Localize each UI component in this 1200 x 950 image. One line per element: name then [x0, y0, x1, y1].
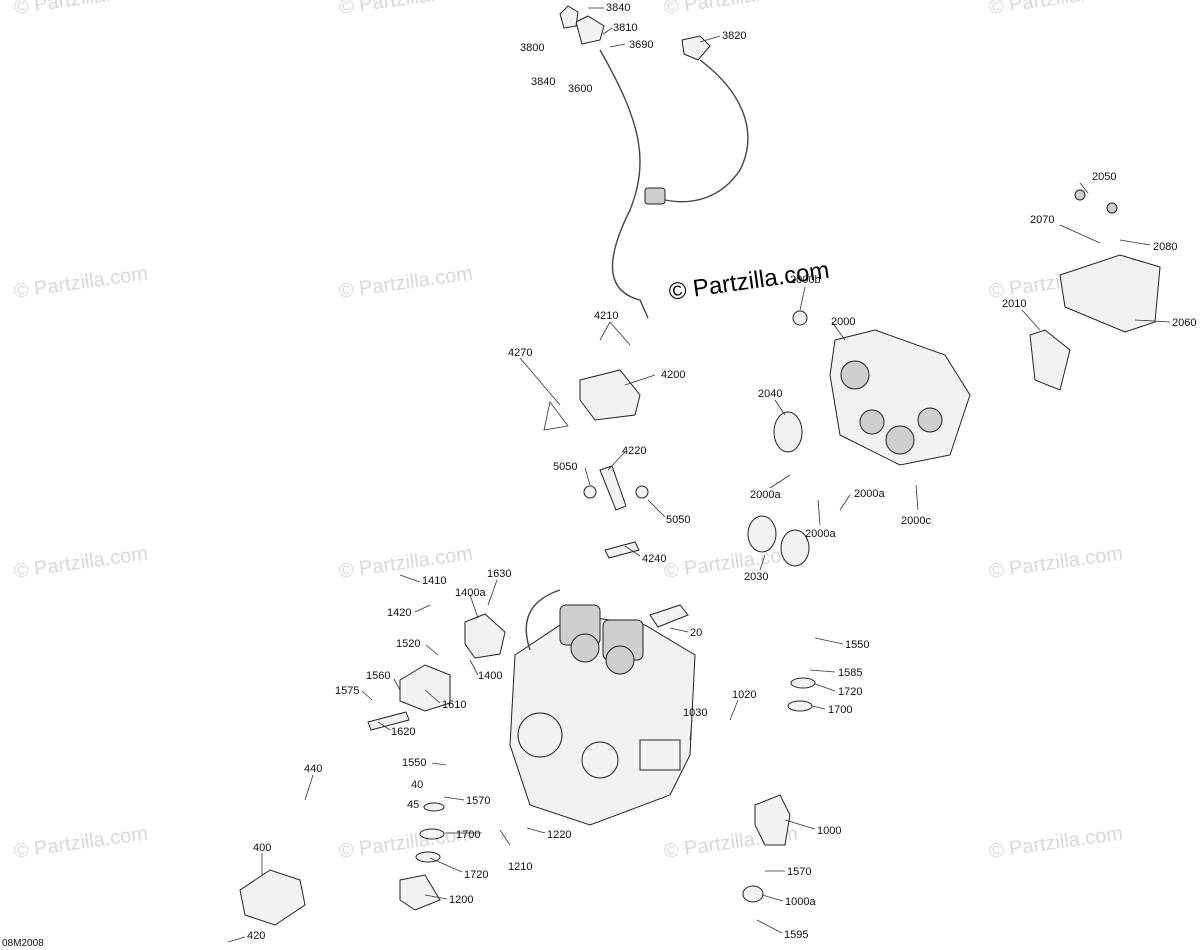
callout-label: 3840 — [606, 2, 630, 14]
callout-label: 2010 — [1002, 298, 1026, 310]
watermark: © Partzilla.com — [988, 542, 1125, 583]
callout-label: 3800 — [520, 42, 544, 54]
callout-label: 2000a — [805, 528, 836, 540]
callout-label: 1570 — [787, 866, 811, 878]
callout-label: 4200 — [661, 369, 685, 381]
callout-label: 1220 — [547, 829, 571, 841]
callout-label: 1610 — [442, 699, 466, 711]
callout-label: 1550 — [845, 639, 869, 651]
callout-label: 4220 — [622, 445, 646, 457]
callout-label: 1720 — [838, 686, 862, 698]
callout-label: 1620 — [391, 726, 415, 738]
callout-label: 2070 — [1030, 214, 1054, 226]
callout-label: 5050 — [666, 514, 690, 526]
callout-label: 3810 — [613, 22, 637, 34]
copyright-notice: © Partzilla.com — [667, 257, 831, 306]
watermark: © Partzilla.com — [988, 822, 1125, 863]
bracket-assembly — [1029, 189, 1161, 391]
watermark: © Partzilla.com — [13, 822, 150, 863]
callout-label: 420 — [247, 930, 265, 942]
callout-label: 1700 — [828, 704, 852, 716]
callout-label: 2080 — [1153, 241, 1177, 253]
watermark: © Partzilla.com — [663, 542, 800, 583]
callout-label: 1000 — [817, 825, 841, 837]
callout-label: 1420 — [387, 607, 411, 619]
mount-assembly — [239, 613, 816, 926]
callout-label: 4240 — [642, 553, 666, 565]
callout-label: 45 — [407, 799, 419, 811]
callout-label: 2000a — [854, 488, 885, 500]
sensor-assembly — [543, 369, 649, 559]
callout-label: 2040 — [758, 388, 782, 400]
leader-lines — [227, 7, 1171, 943]
callout-label: 1400 — [478, 670, 502, 682]
callout-label: 2000 — [831, 316, 855, 328]
callout-label: 2000b — [790, 274, 821, 286]
callout-label: 440 — [304, 763, 322, 775]
callout-label: 1570 — [466, 795, 490, 807]
callout-label: 1000a — [785, 896, 816, 908]
callout-label: 2000c — [901, 515, 931, 527]
callout-label: 1520 — [396, 638, 420, 650]
callout-label: 1200 — [449, 894, 473, 906]
watermark: © Partzilla.com — [13, 262, 150, 303]
callout-label: 1630 — [487, 568, 511, 580]
callout-label: 1595 — [784, 929, 808, 941]
callout-label: 1210 — [508, 861, 532, 873]
diagram-code: 08M2008 — [2, 938, 44, 949]
callout-label: 1020 — [732, 689, 756, 701]
cable-assembly — [559, 5, 749, 319]
callout-label: 1585 — [838, 667, 862, 679]
callout-label: 1410 — [422, 575, 446, 587]
callout-label: 1550 — [402, 757, 426, 769]
callout-label: 2030 — [744, 571, 768, 583]
callout-label: 1560 — [366, 670, 390, 682]
callout-label: 4210 — [594, 310, 618, 322]
watermark: © Partzilla.com — [13, 542, 150, 583]
callout-label: 2060 — [1172, 317, 1196, 329]
callout-label: 5050 — [553, 461, 577, 473]
intake-assembly — [747, 310, 971, 567]
watermark: © Partzilla.com — [13, 0, 150, 19]
callout-label: 1720 — [464, 869, 488, 881]
callout-labels: 3840 3810 3690 3820 3800 3840 3600 2050 … — [247, 2, 1196, 942]
callout-label: 3820 — [722, 30, 746, 42]
callout-label: 1575 — [335, 685, 359, 697]
callout-label: 1400a — [455, 587, 486, 599]
callout-label: 4270 — [508, 347, 532, 359]
callout-label: 1030 — [683, 707, 707, 719]
callout-label: 2000a — [750, 489, 781, 501]
watermark: © Partzilla.com — [338, 262, 475, 303]
watermark: © Partzilla.com — [663, 0, 800, 19]
watermark: © Partzilla.com — [988, 0, 1125, 19]
callout-label: 20 — [690, 627, 702, 639]
engine-block — [509, 589, 696, 826]
watermark: © Partzilla.com — [338, 822, 475, 863]
callout-label: 3600 — [568, 83, 592, 95]
callout-label: 40 — [411, 779, 423, 791]
callout-label: 3690 — [629, 39, 653, 51]
callout-label: 1700 — [456, 829, 480, 841]
callout-label: 400 — [253, 842, 271, 854]
callout-label: 2050 — [1092, 171, 1116, 183]
callout-label: 3840 — [531, 76, 555, 88]
watermark: © Partzilla.com — [338, 0, 475, 19]
